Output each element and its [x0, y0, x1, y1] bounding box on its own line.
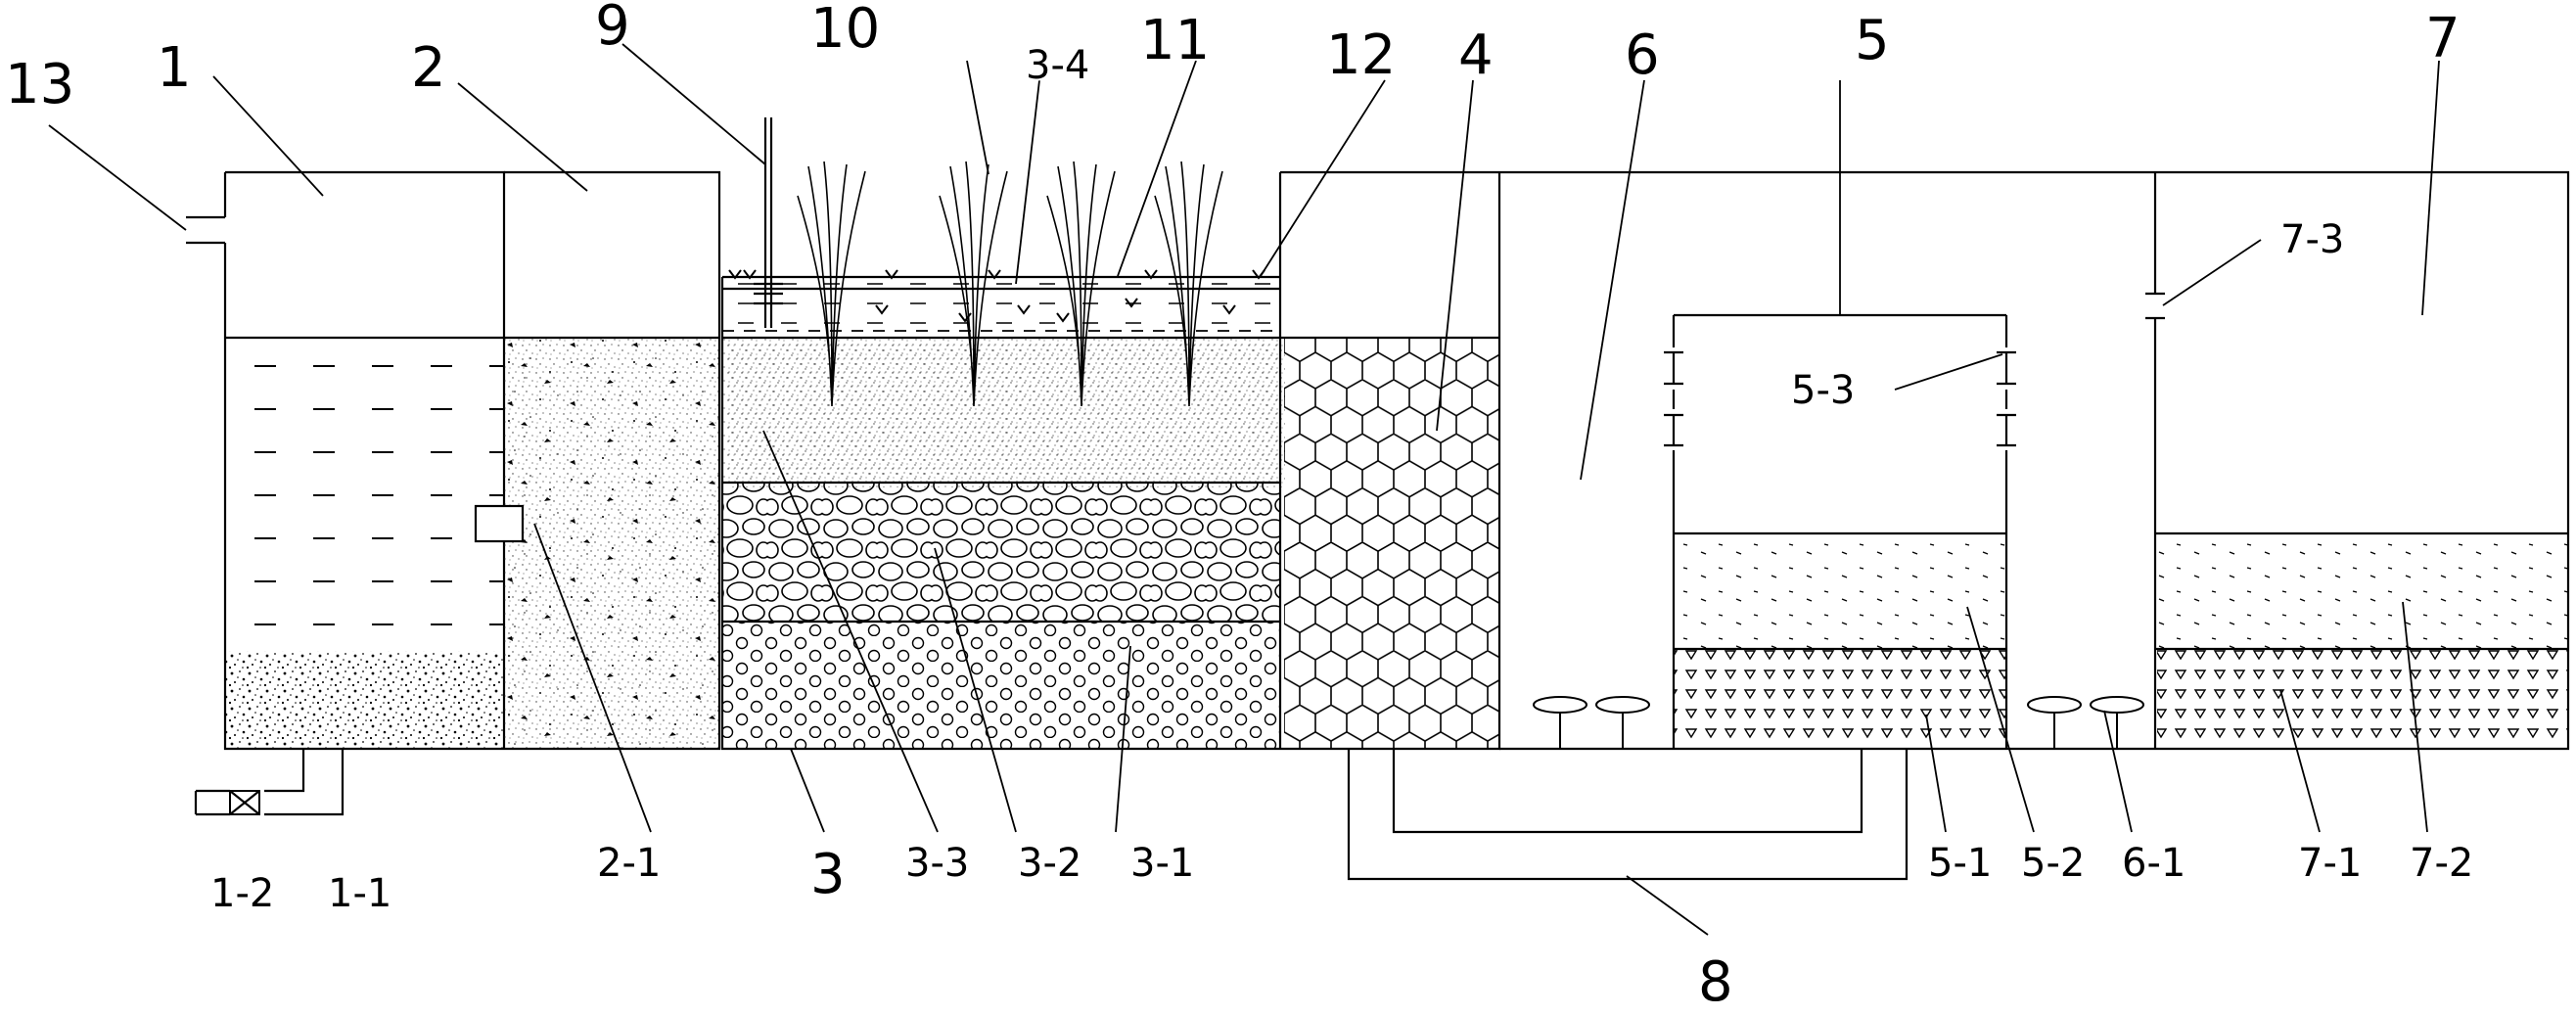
- tank-3-wall: [720, 172, 1282, 751]
- leader-lines: [48, 43, 2440, 936]
- label-1-1: 1-1: [328, 871, 391, 916]
- label-13: 13: [5, 53, 74, 116]
- label-12: 12: [1326, 23, 1396, 87]
- box-5-upper-media: [1674, 533, 2006, 649]
- label-10: 10: [810, 0, 880, 61]
- label-2-1: 2-1: [597, 841, 661, 886]
- tank-4-hex-media: [1284, 338, 1499, 749]
- label-3-2: 3-2: [1018, 841, 1081, 886]
- connector-box: [474, 504, 525, 543]
- label-7: 7: [2425, 7, 2461, 70]
- label-1: 1: [157, 36, 192, 100]
- label-5-2: 5-2: [2021, 841, 2085, 886]
- tank-7-opening: [2145, 292, 2165, 320]
- outlet-pipe: [264, 749, 345, 816]
- tank-2-wall: [504, 170, 721, 751]
- tank-6-wall: [1499, 170, 2570, 751]
- label-7-3: 7-3: [2280, 217, 2344, 262]
- label-5-1: 5-1: [1928, 841, 1992, 886]
- label-5: 5: [1855, 9, 1890, 72]
- tank-7-upper-media: [2157, 533, 2568, 649]
- label-3-3: 3-3: [905, 841, 969, 886]
- tank-7-lower-media: [2157, 649, 2568, 749]
- label-1-2: 1-2: [210, 871, 274, 916]
- label-3-4: 3-4: [1026, 43, 1089, 88]
- label-7-1: 7-1: [2298, 841, 2362, 886]
- label-3-1: 3-1: [1130, 841, 1194, 886]
- wetland-pebble-layer: [722, 483, 1280, 622]
- label-7-2: 7-2: [2410, 841, 2473, 886]
- label-2: 2: [411, 36, 446, 100]
- aerators: [1533, 696, 2144, 749]
- label-11: 11: [1140, 9, 1210, 72]
- label-5-3: 5-3: [1791, 368, 1855, 413]
- floating-plants: [728, 269, 1265, 323]
- tank-1-water-fill: [225, 338, 504, 651]
- label-6-1: 6-1: [2122, 841, 2185, 886]
- wetland-ring-layer: [722, 622, 1280, 749]
- label-9: 9: [595, 0, 630, 58]
- tank-1-sediment: [225, 651, 504, 749]
- return-pipe: [1347, 749, 1909, 881]
- inlet-pipe: [186, 215, 225, 245]
- reeds: [797, 161, 1223, 407]
- label-8: 8: [1698, 950, 1733, 1014]
- label-3: 3: [810, 843, 846, 906]
- label-6: 6: [1625, 23, 1660, 87]
- label-4: 4: [1458, 23, 1494, 87]
- box-5-openings: [1664, 350, 2016, 447]
- box-5-lower-media: [1674, 649, 2006, 749]
